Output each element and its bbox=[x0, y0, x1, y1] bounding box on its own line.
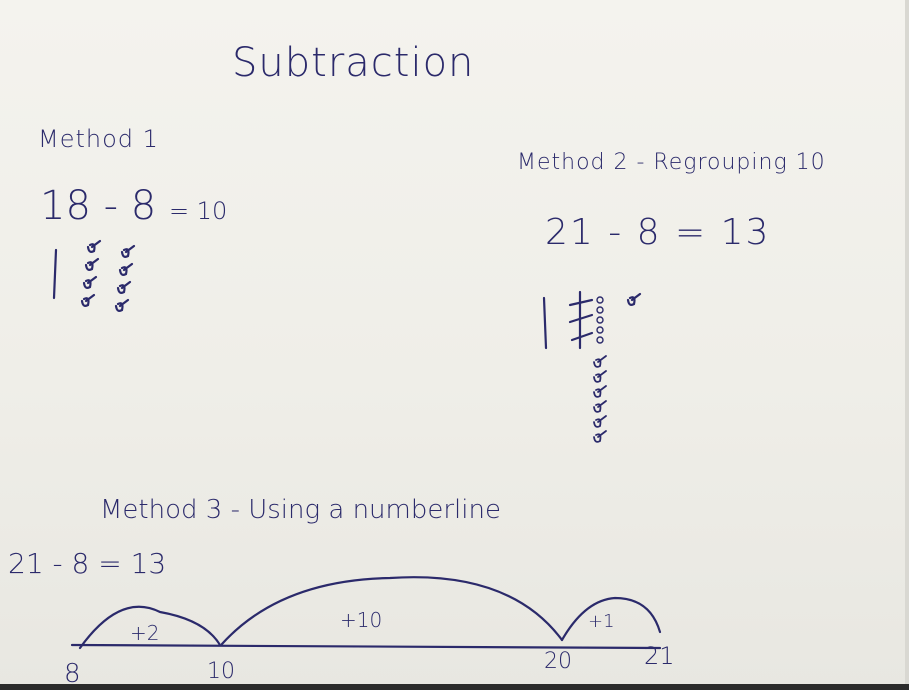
method2-regrouped-ten bbox=[568, 290, 594, 350]
page-title: Subtraction bbox=[232, 40, 475, 86]
method1-ones-column-1 bbox=[80, 239, 102, 307]
method1-heading: Method 1 bbox=[38, 125, 159, 153]
numberline-point-20: 20 bbox=[544, 649, 572, 674]
method1-expression: 18 - 8 bbox=[40, 183, 157, 229]
jump-label-plus10: +10 bbox=[340, 608, 382, 632]
method1-ten-stick bbox=[52, 248, 58, 300]
jump-arc-plus10 bbox=[220, 576, 564, 646]
method3-equation: 21 - 8 = 13 bbox=[8, 547, 167, 580]
method1-ones-column-2 bbox=[114, 244, 136, 312]
jump-label-plus1: +1 bbox=[588, 611, 615, 632]
method2-circles bbox=[596, 296, 604, 344]
method2-single-one bbox=[626, 292, 642, 306]
jump-arc-plus1 bbox=[560, 596, 662, 642]
numberline-axis bbox=[70, 643, 662, 650]
method1-equation: 18 - 8 = 10 bbox=[40, 183, 227, 229]
numberline-point-8: 8 bbox=[64, 659, 81, 689]
table-edge bbox=[0, 684, 909, 690]
method2-heading: Method 2 - Regrouping 10 bbox=[517, 150, 826, 175]
method1-answer: = 10 bbox=[168, 197, 228, 225]
numberline-point-10: 10 bbox=[207, 659, 235, 684]
paper-edge bbox=[905, 0, 909, 690]
method2-equation: 21 - 8 = 13 bbox=[545, 212, 771, 253]
method2-ones-column bbox=[593, 355, 607, 443]
method2-ten-stick bbox=[542, 296, 548, 350]
method3-heading: Method 3 - Using a numberline bbox=[100, 495, 501, 525]
jump-arc-plus2 bbox=[78, 605, 222, 650]
numberline-point-21: 21 bbox=[644, 642, 675, 670]
jump-label-plus2: +2 bbox=[130, 621, 159, 645]
